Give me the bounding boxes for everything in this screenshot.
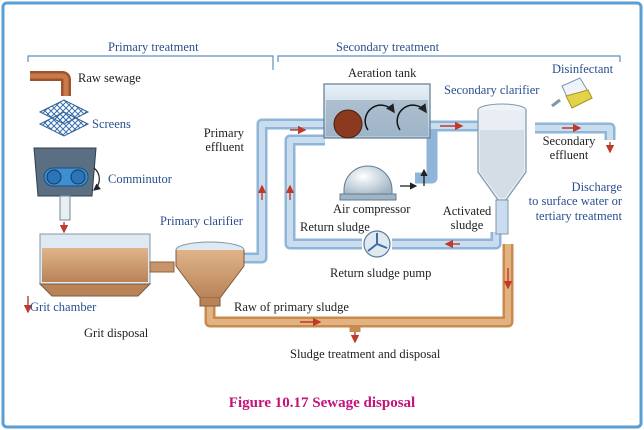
figure-caption: Figure 10.17 Sewage disposal <box>228 395 416 411</box>
label-primary-effluent: Primary effluent <box>196 126 244 155</box>
label-secondary-effluent-line2: effluent <box>549 148 589 163</box>
air-compressor-unit <box>339 165 428 201</box>
label-discharge-line2: to surface water or <box>528 194 622 209</box>
flow-arrows <box>23 121 615 344</box>
grit-chamber-tank <box>38 233 175 297</box>
label-raw-primary-sludge: Raw of primary sludge <box>234 300 349 314</box>
label-grit-disposal: Grit disposal <box>84 326 149 340</box>
label-return-sludge: Return sludge <box>300 220 370 234</box>
section-secondary-treatment: Secondary treatment <box>336 40 440 54</box>
label-air-compressor: Air compressor <box>333 202 411 216</box>
label-secondary-clarifier: Secondary clarifier <box>444 83 540 97</box>
screens-mesh <box>38 99 90 137</box>
label-primary-effluent-line2: effluent <box>205 140 244 155</box>
label-raw-sewage: Raw sewage <box>78 71 141 85</box>
aeration-tank-body <box>323 83 431 139</box>
label-comminutor: Comminutor <box>108 172 172 186</box>
raw-sewage-inlet <box>30 71 71 96</box>
label-secondary-effluent-line1: Secondary <box>542 134 596 148</box>
label-screens: Screens <box>92 117 131 131</box>
disinfectant-bottle <box>551 77 593 109</box>
label-discharge-line1: Discharge <box>571 180 622 194</box>
label-discharge-line3: tertiary treatment <box>535 208 622 223</box>
primary-bracket <box>27 55 274 70</box>
comminutor-unit <box>33 147 101 221</box>
label-discharge: Discharge to surface water or tertiary t… <box>500 180 622 223</box>
label-secondary-effluent: Secondary effluent <box>524 134 614 163</box>
secondary-bracket <box>277 55 621 62</box>
label-disinfectant: Disinfectant <box>552 62 614 76</box>
label-aeration-tank: Aeration tank <box>348 66 417 80</box>
return-sludge-pump-unit <box>363 230 391 258</box>
label-activated-sludge-line2: sludge <box>450 218 484 233</box>
label-activated-sludge-line1: Activated <box>442 204 492 218</box>
label-primary-clarifier: Primary clarifier <box>160 214 243 228</box>
section-primary-treatment: Primary treatment <box>108 40 199 54</box>
label-grit-chamber: Grit chamber <box>30 300 97 314</box>
primary-clarifier-tank <box>175 241 245 307</box>
label-sludge-treatment: Sludge treatment and disposal <box>290 347 441 361</box>
label-return-sludge-pump: Return sludge pump <box>330 266 432 280</box>
label-activated-sludge: Activated sludge <box>436 204 498 233</box>
secondary-clarifier-tank <box>477 103 527 235</box>
label-primary-effluent-line1: Primary <box>203 126 244 140</box>
